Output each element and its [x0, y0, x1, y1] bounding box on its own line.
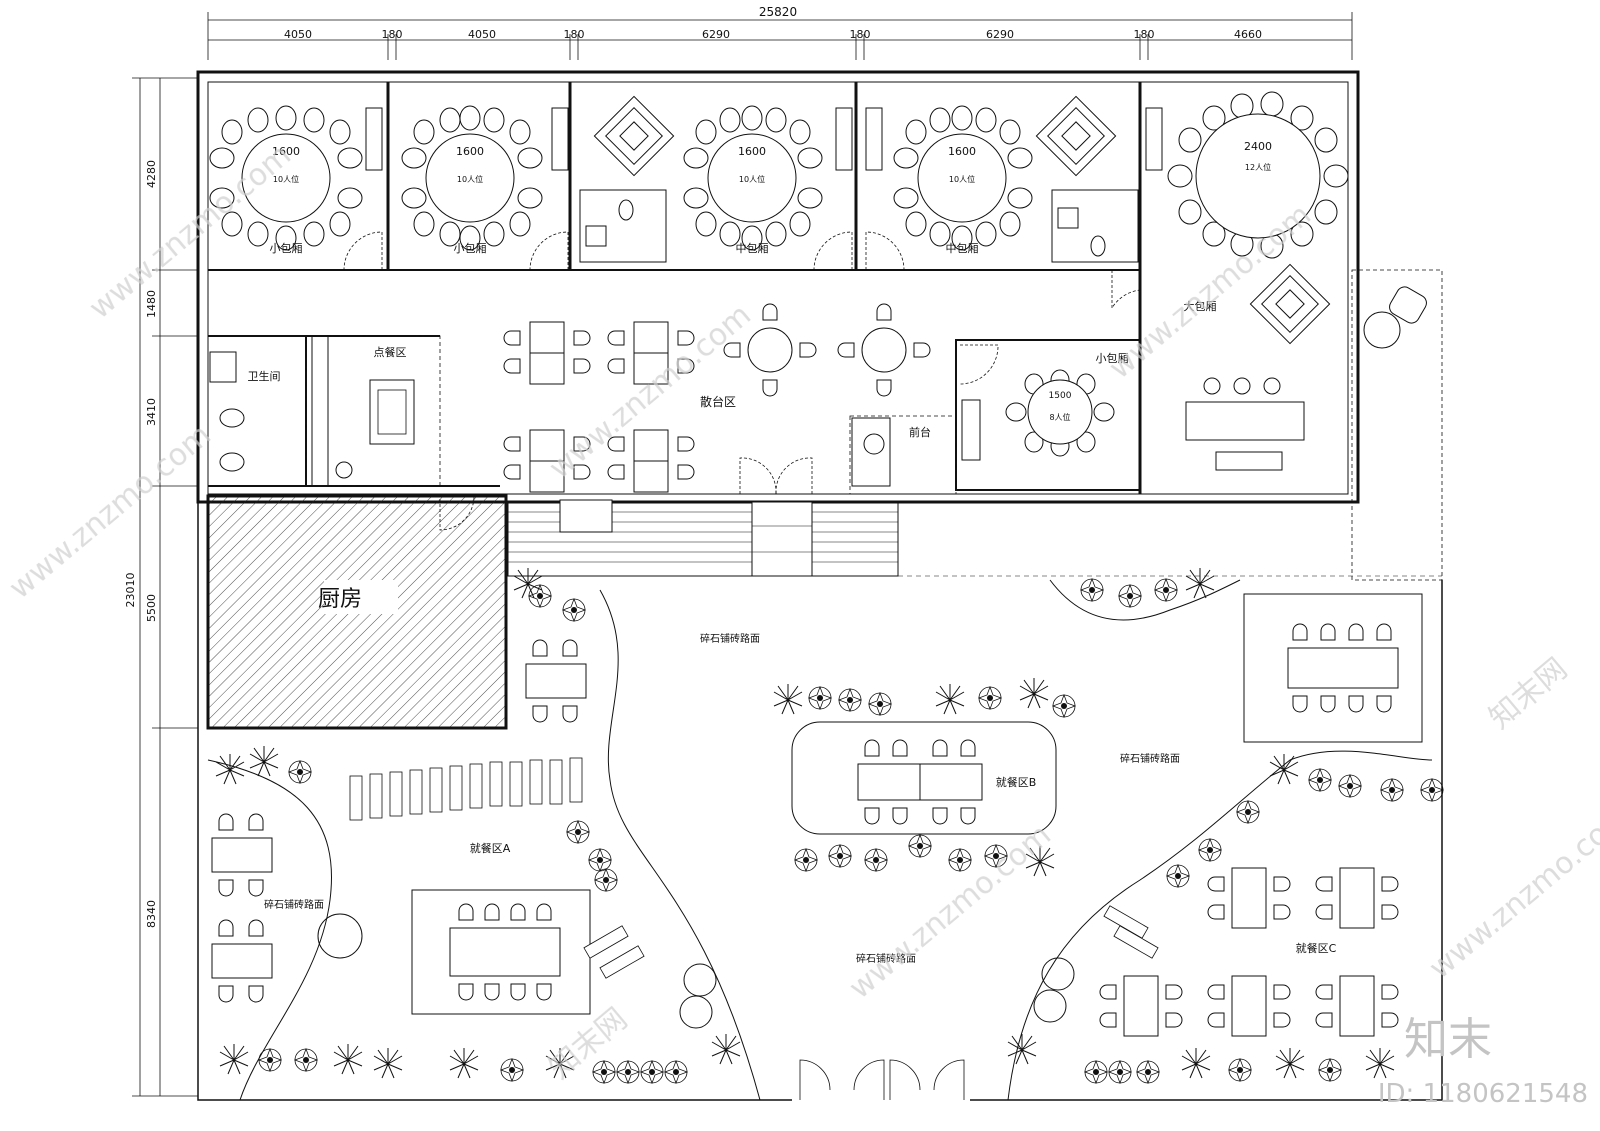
table-3-size: 1600 — [738, 145, 766, 158]
dim-seg-8: 180 — [1134, 28, 1155, 41]
kitchen — [206, 494, 508, 730]
entrance-deck — [507, 499, 1442, 577]
table-5-size: 2400 — [1244, 140, 1272, 153]
dimension-lines — [132, 12, 1353, 1097]
outdoor-tables — [211, 647, 1399, 1037]
dining-area-a: 就餐区A — [470, 841, 511, 855]
watermark-site-6: www.znzmo.com — [1423, 798, 1600, 987]
paving-label-4: 碎石铺砖路面 — [856, 952, 916, 965]
table-6-seats: 8人位 — [1049, 412, 1070, 422]
round-table-3 — [683, 105, 823, 251]
round-table-5 — [1167, 91, 1349, 259]
watermark-logo: 知末 — [1404, 1014, 1492, 1065]
watermark-site-2: www.znzmo.com — [3, 418, 218, 607]
order-area — [305, 335, 441, 487]
dim-seg-6: 180 — [850, 28, 871, 41]
watermark-site-5: www.znzmo.com — [843, 818, 1058, 1007]
reception-label: 前台 — [909, 425, 931, 439]
paving-label-3: 碎石铺砖路面 — [264, 898, 324, 911]
dim-left-5: 8340 — [145, 900, 158, 928]
paving-label-2: 碎石铺砖路面 — [1120, 752, 1180, 765]
table-5-seats: 12人位 — [1245, 162, 1271, 172]
table-2-seats: 10人位 — [457, 174, 483, 184]
hall-label: 散台区 — [700, 394, 736, 409]
dim-seg-2: 180 — [382, 28, 403, 41]
mahjong-tables — [593, 95, 1331, 345]
dim-seg-3: 4050 — [468, 28, 496, 41]
dim-seg-9: 4660 — [1234, 28, 1262, 41]
dim-seg-7: 6290 — [986, 28, 1014, 41]
dim-left-4: 5500 — [145, 594, 158, 622]
round-table-6 — [1005, 369, 1115, 457]
plants — [215, 567, 1444, 1084]
dim-seg-1: 4050 — [284, 28, 312, 41]
paving-label-1: 碎石铺砖路面 — [700, 632, 760, 645]
table-3-seats: 10人位 — [739, 174, 765, 184]
watermark-brand-2: 知末网 — [1483, 651, 1574, 736]
dim-left-3: 3410 — [145, 398, 158, 426]
dim-seg-5: 6290 — [702, 28, 730, 41]
dim-left-total: 23010 — [124, 573, 137, 608]
dim-seg-4: 180 — [564, 28, 585, 41]
restroom-label: 卫生间 — [248, 369, 281, 383]
watermark-id: ID: 1180621548 — [1378, 1079, 1588, 1109]
table-4-seats: 10人位 — [949, 174, 975, 184]
round-table-1 — [209, 105, 363, 251]
room-small-c: 小包厢 — [1096, 352, 1129, 365]
dim-left-2: 1480 — [145, 290, 158, 318]
room-mid-b: 中包厢 — [946, 242, 979, 255]
dining-area-c: 就餐区C — [1296, 941, 1337, 955]
stepping-stones — [349, 757, 1159, 979]
side-cabinets — [365, 107, 1163, 461]
room-large: 大包厢 — [1184, 299, 1217, 313]
round-table-4 — [893, 105, 1033, 251]
restroom-fixtures — [209, 199, 1106, 472]
hall-tables — [529, 321, 907, 493]
kitchen-label: 厨房 — [318, 587, 362, 612]
round-table-2 — [401, 105, 543, 251]
room-small-b: 小包厢 — [454, 242, 487, 255]
doors — [343, 231, 1141, 531]
room-mid-a: 中包厢 — [736, 242, 769, 255]
order-area-label: 点餐区 — [374, 345, 407, 359]
dim-top-segments: 4050 180 4050 180 6290 180 6290 180 4660 — [284, 28, 1262, 41]
room-small-a: 小包厢 — [270, 242, 303, 255]
table-4-size: 1600 — [948, 145, 976, 158]
dining-area-b: 就餐区B — [996, 775, 1037, 789]
dim-left-1: 4280 — [145, 160, 158, 188]
table-2-size: 1600 — [456, 145, 484, 158]
garden-boundary — [197, 502, 1443, 1101]
table-1-size: 1600 — [272, 145, 300, 158]
reception-desk — [849, 415, 957, 495]
lounge — [1185, 286, 1427, 471]
table-1-seats: 10人位 — [273, 174, 299, 184]
table-6-size: 1500 — [1049, 391, 1072, 401]
dim-total: 25820 — [759, 5, 797, 19]
